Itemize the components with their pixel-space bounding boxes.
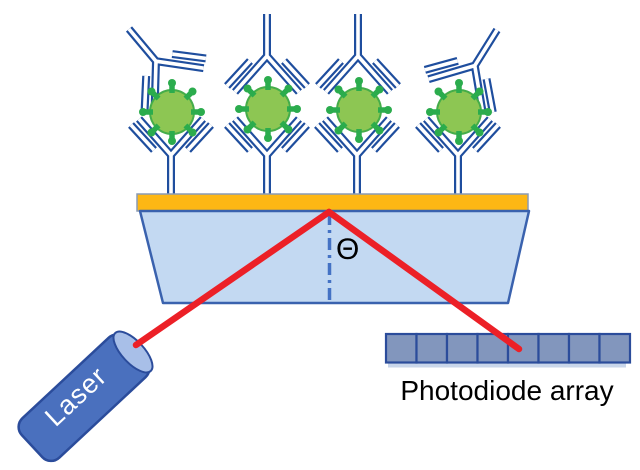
virus-particle-icon xyxy=(139,79,205,145)
photodiode-cell xyxy=(537,332,571,364)
photodiode-cell xyxy=(415,332,449,364)
prism xyxy=(138,209,531,305)
antibody-complex-2 xyxy=(227,14,307,197)
photodiode-cell xyxy=(445,332,479,364)
gold-sensor-layer xyxy=(136,193,529,212)
photodiode-shadow xyxy=(388,362,626,368)
antibody-complex-3 xyxy=(317,14,398,197)
reflected-laser-beam xyxy=(325,208,523,353)
incident-laser-beam xyxy=(132,208,333,349)
theta-label: Θ xyxy=(336,233,359,266)
photodiode-array: Photodiode array xyxy=(384,332,632,406)
virus-particle-icon xyxy=(235,76,301,142)
photodiode-cell xyxy=(567,332,601,364)
photodiode-cell xyxy=(384,332,418,364)
antibody-complex-4 xyxy=(418,9,531,197)
virus-particle-icon xyxy=(426,79,492,145)
photodiode-cells xyxy=(384,332,632,364)
photodiode-cell xyxy=(598,332,632,364)
virus-particle-icon xyxy=(326,77,392,143)
antibody-complex-1 xyxy=(98,3,211,197)
photodiode-array-label: Photodiode array xyxy=(400,375,613,406)
